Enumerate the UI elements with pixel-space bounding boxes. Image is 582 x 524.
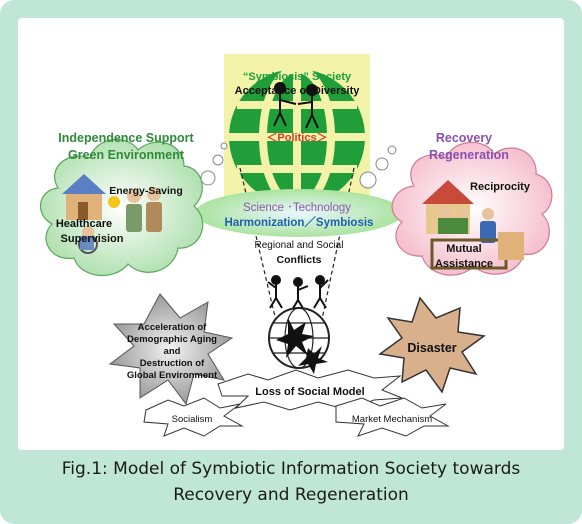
energy-saving-label: Energy-Saving bbox=[109, 185, 183, 197]
conflict-figures-icon bbox=[267, 275, 329, 311]
caption-line-2: Recovery and Regeneration bbox=[173, 485, 409, 505]
aging-line-3: and bbox=[164, 346, 181, 357]
science-technology-label: Science ･Technology bbox=[243, 202, 351, 214]
loss-social-model-label: Loss of Social Model bbox=[255, 386, 364, 398]
symbiosis-title: “Symbiosis” Society bbox=[243, 71, 352, 83]
aging-line-4: Destruction of bbox=[140, 358, 205, 369]
regeneration-heading: Regeneration bbox=[429, 148, 509, 162]
supervision-label: Supervision bbox=[61, 233, 124, 245]
aging-line-2: Demographic Aging bbox=[127, 334, 217, 345]
conflicts-label: Conflicts bbox=[277, 254, 322, 266]
assistance-label: Assistance bbox=[435, 258, 493, 270]
family-house-illustration bbox=[422, 180, 524, 270]
harmonization-label: Harmonization／Symbiosis bbox=[225, 215, 374, 229]
healthcare-label: Healthcare bbox=[56, 218, 112, 230]
symbiotic-society-diagram: “Symbiosis” Society Acceptance of Divers… bbox=[39, 54, 553, 437]
reciprocity-label: Reciprocity bbox=[470, 181, 531, 193]
figure-caption: Fig.1: Model of Symbiotic Information So… bbox=[0, 456, 582, 508]
aging-line-1: Acceleration of bbox=[138, 322, 207, 333]
acceptance-diversity-label: Acceptance of Diversity bbox=[235, 85, 361, 97]
aging-environment-star bbox=[108, 293, 234, 406]
thought-bubbles bbox=[200, 142, 397, 189]
socialism-burst bbox=[143, 397, 244, 437]
green-globe-icon bbox=[229, 65, 365, 209]
caption-line-1: Fig.1: Model of Symbiotic Information So… bbox=[61, 459, 521, 479]
disaster-label: Disaster bbox=[407, 341, 456, 355]
market-mechanism-burst bbox=[335, 397, 450, 437]
broken-globe-icon bbox=[268, 307, 330, 374]
independence-support-heading: Independence Support bbox=[58, 131, 194, 145]
handshake-people-icon bbox=[273, 82, 319, 129]
green-environment-heading: Green Environment bbox=[68, 148, 185, 162]
market-mechanism-label: Market Mechanism bbox=[352, 414, 432, 425]
recovery-heading: Recovery bbox=[436, 131, 492, 145]
science-technology-ellipse bbox=[195, 189, 403, 237]
disaster-burst bbox=[378, 296, 486, 394]
aging-line-5: Global Environment bbox=[127, 370, 218, 381]
mutual-label: Mutual bbox=[446, 243, 481, 255]
politics-label: ＜Politics＞ bbox=[266, 132, 327, 144]
elderly-care-illustration bbox=[62, 174, 162, 254]
regional-social-label: Regional and Social bbox=[255, 240, 344, 251]
right-pink-cloud bbox=[391, 141, 553, 276]
socialism-label: Socialism bbox=[172, 414, 213, 425]
